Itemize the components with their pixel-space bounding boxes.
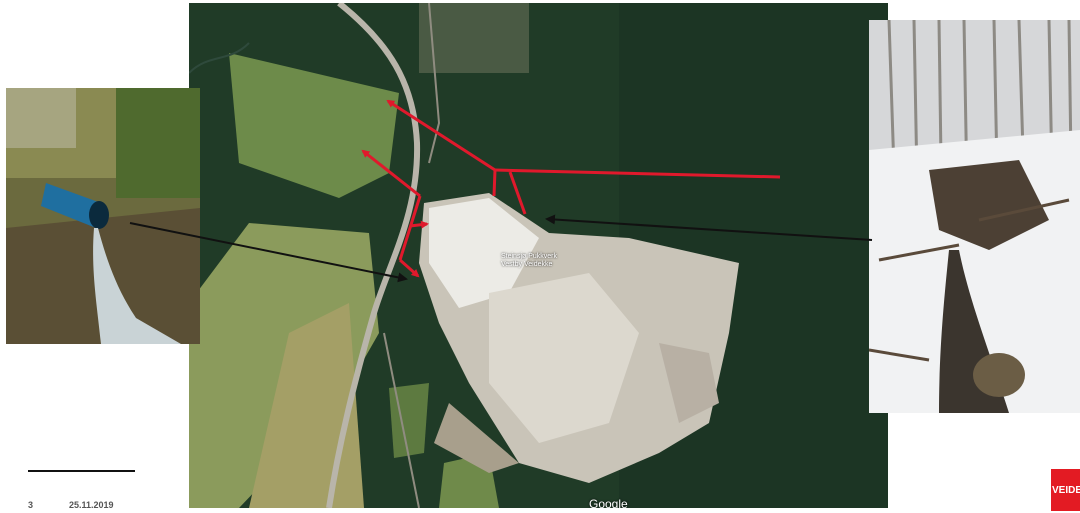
logo-text: VEIDEKKE [1052,485,1080,496]
satellite-map[interactable]: Steinsjø Pukkverk Vestby Veidekke Google [189,3,888,508]
slide-date: 25.11.2019 [69,500,114,510]
footer-rule [28,470,135,472]
slide-number: 3 [28,500,34,510]
site-label-owner: Vestby Veidekke [501,261,553,268]
map-attribution: Google [589,497,628,508]
field-north [229,53,399,198]
veidekke-logo: VEIDEKKE [1051,469,1080,511]
photo-culvert-outlet [6,88,200,344]
stream-photo-image [869,20,1080,413]
boulder [973,353,1025,397]
water-flow [93,228,181,344]
photo-snowy-stream [869,20,1080,413]
culvert-photo-image [6,88,200,344]
map-imagery [189,3,888,508]
site-label-name: Steinsjø Pukkverk [501,253,558,260]
culvert-pipe-icon [41,183,109,229]
site-label: Steinsjø Pukkverk Vestby Veidekke [501,253,557,269]
